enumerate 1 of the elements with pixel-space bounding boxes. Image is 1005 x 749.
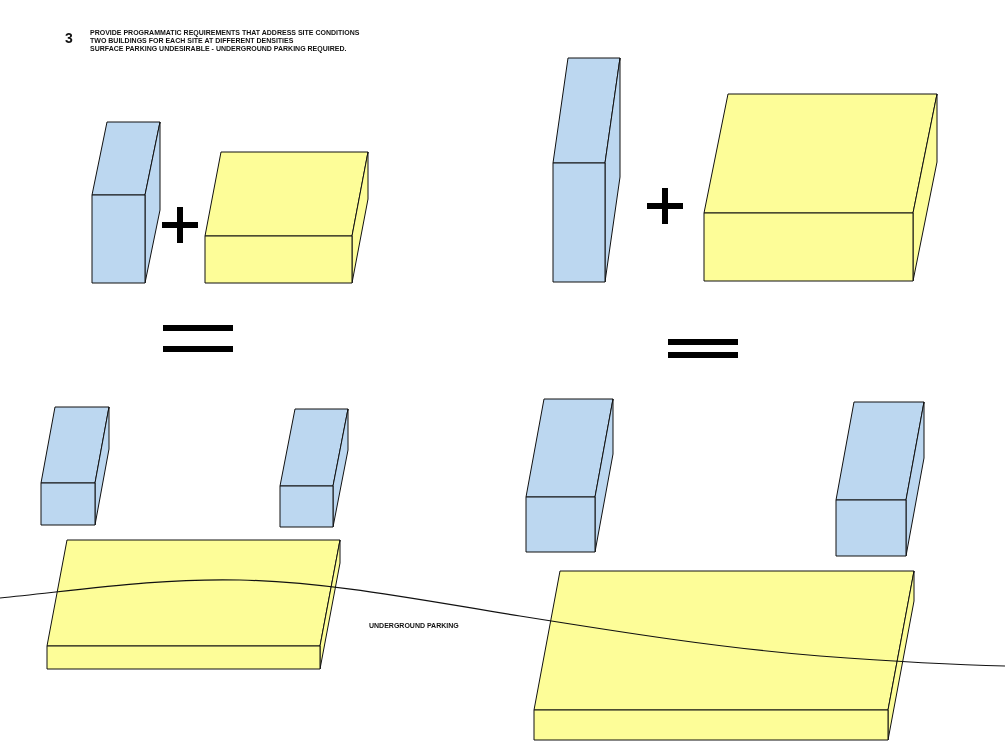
step-number: 3 — [65, 31, 73, 45]
